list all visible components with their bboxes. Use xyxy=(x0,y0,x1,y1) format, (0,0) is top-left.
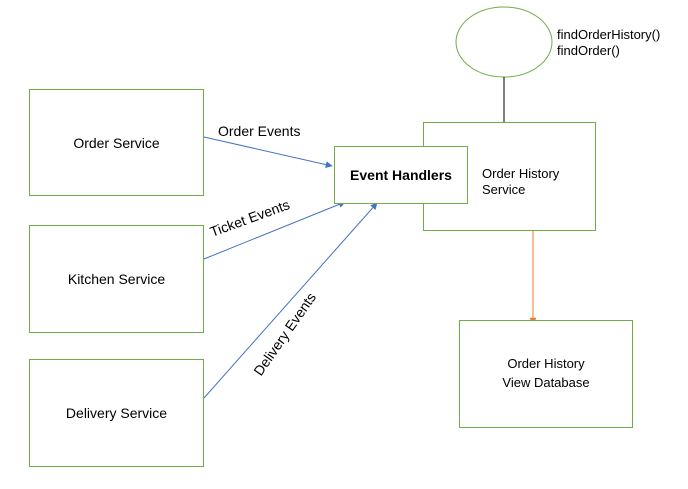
delivery-service-label: Delivery Service xyxy=(65,405,168,421)
order-service-label: Order Service xyxy=(73,134,160,151)
api-methods: findOrderHistory() findOrder() xyxy=(557,27,660,60)
order-history-service-label: Order History Service xyxy=(482,166,559,199)
kitchen-service-box: Kitchen Service xyxy=(29,225,204,333)
api-interface-ellipse xyxy=(455,6,553,78)
event-handlers-label: Event Handlers xyxy=(350,167,452,183)
ticket-events-arrow xyxy=(203,201,346,260)
database-line1: Order History xyxy=(507,356,585,372)
order-history-service-line2: Service xyxy=(482,182,526,198)
kitchen-service-label: Kitchen Service xyxy=(67,271,166,287)
database-line2: View Database xyxy=(502,375,590,390)
api-method-find-order-history: findOrderHistory() xyxy=(557,27,661,42)
order-history-service-line1: Order History xyxy=(482,166,560,181)
order-events-arrow xyxy=(203,136,333,169)
order-history-database-box: Order History View Database xyxy=(459,320,633,428)
delivery-events-arrow xyxy=(203,202,378,399)
api-method-find-order: findOrder() xyxy=(557,43,620,59)
delivery-service-box: Delivery Service xyxy=(29,359,204,467)
event-handlers-box: Event Handlers xyxy=(334,146,468,204)
order-events-label: Order Events xyxy=(218,123,301,139)
order-history-database-label: Order History View Database xyxy=(502,355,589,393)
order-service-box: Order Service xyxy=(29,89,204,196)
